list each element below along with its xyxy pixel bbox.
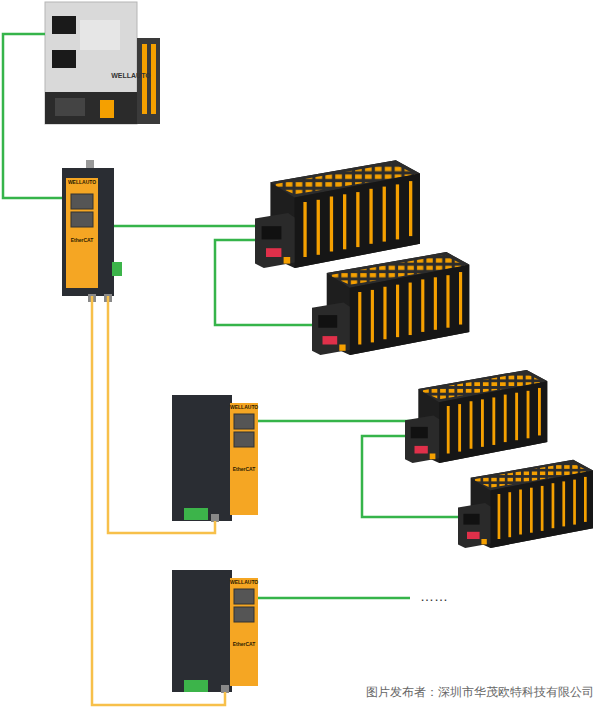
brand-text: WELLAUTO: [95, 72, 167, 80]
watermark: 图片发布者：深圳市华茂欧特科技有限公司: [366, 684, 594, 701]
media-converter: WELLAUTO EtherCAT: [172, 395, 258, 521]
fiber-cable: [92, 296, 225, 705]
continuation-dots: ……: [420, 588, 448, 604]
converter-picture: [172, 395, 258, 522]
ethernet-cable: [3, 34, 62, 198]
io-module: [405, 370, 548, 463]
media-converter: WELLAUTO EtherCAT: [172, 570, 258, 692]
controller-picture: [45, 2, 160, 124]
brand-text: WELLAUTO: [66, 180, 98, 186]
converter-picture: [172, 570, 258, 693]
brand-text: WELLAUTO: [230, 405, 258, 411]
protocol-text: EtherCAT: [230, 467, 258, 473]
protocol-text: EtherCAT: [230, 642, 258, 648]
brand-text: WELLAUTO: [230, 580, 258, 586]
controller: WELLAUTO: [45, 2, 160, 124]
protocol-text: EtherCAT: [66, 238, 98, 244]
io-module: [458, 460, 593, 548]
media-converter: WELLAUTO EtherCAT: [62, 168, 114, 296]
fiber-cable: [108, 296, 215, 533]
io-module: [312, 252, 470, 355]
converter-picture: [62, 160, 122, 302]
io-module: [255, 160, 420, 268]
